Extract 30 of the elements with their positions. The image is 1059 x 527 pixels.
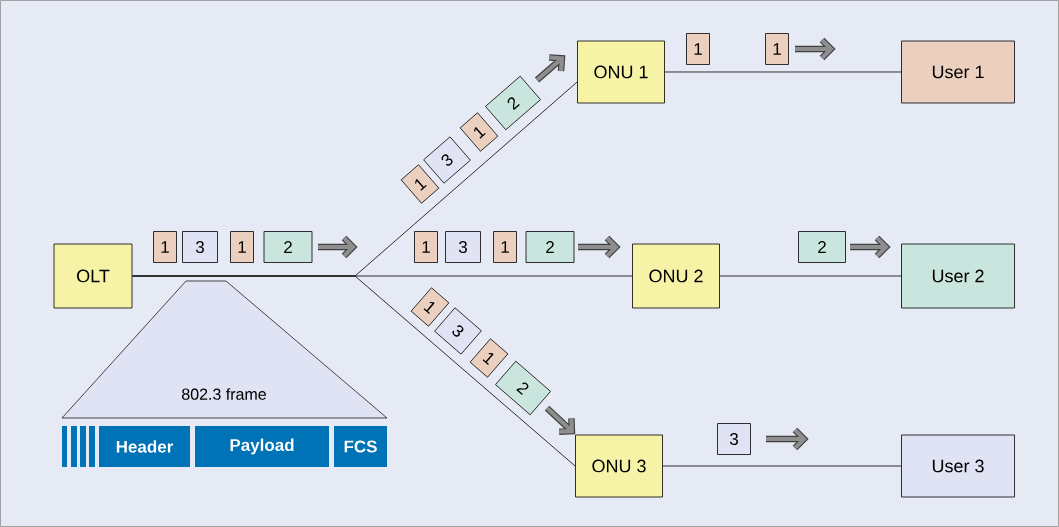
packet-box: 1 [469, 338, 509, 378]
packet-box: 1 [230, 231, 254, 263]
olt-box: OLT [53, 243, 133, 309]
field: Payload [195, 426, 329, 467]
packet-box: 1 [400, 164, 440, 204]
packet-box: 1 [765, 33, 789, 65]
packet-box: 2 [485, 75, 541, 131]
packet-box: 3 [717, 423, 751, 455]
packet-box: 3 [423, 136, 471, 184]
packet-box: 3 [434, 307, 482, 355]
onu-box: ONU 2 [632, 243, 720, 309]
packet-box: 2 [798, 231, 846, 263]
onu-box: ONU 3 [575, 434, 663, 498]
packet-box: 1 [414, 231, 438, 263]
user-box: User 2 [901, 243, 1015, 309]
packet-box: 2 [263, 231, 313, 263]
onu-box: ONU 1 [577, 40, 665, 104]
user-box: User 1 [901, 40, 1015, 104]
field: Header [99, 426, 190, 467]
field: FCS [334, 426, 387, 467]
packet-box: 1 [410, 287, 450, 327]
packet-box: 1 [459, 112, 499, 152]
packet-box: 2 [525, 231, 575, 263]
packet-box: 1 [153, 231, 177, 263]
packet-box: 1 [686, 33, 710, 65]
packet-box: 1 [493, 231, 517, 263]
user-box: User 3 [901, 434, 1015, 498]
packet-box: 2 [495, 360, 551, 416]
packet-box: 3 [182, 231, 218, 263]
packet-box: 3 [445, 231, 481, 263]
